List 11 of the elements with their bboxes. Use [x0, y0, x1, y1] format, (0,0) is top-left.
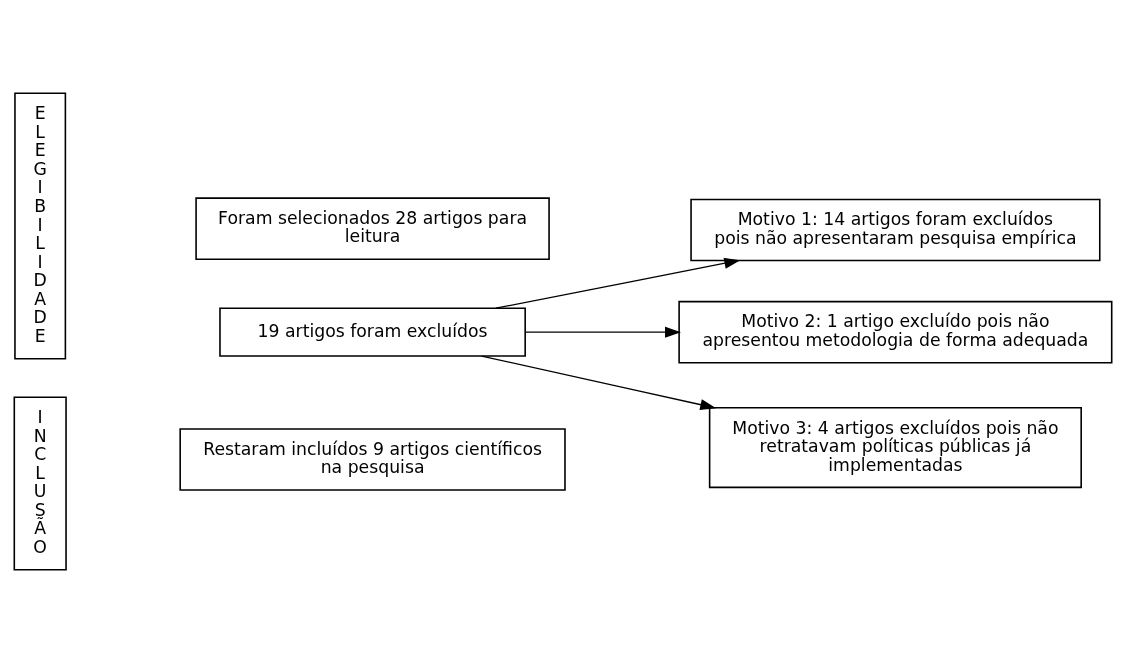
node-box: 19 artigos foram excluídos: [219, 307, 526, 357]
node-box: E L E G I B I L I D A D E: [14, 92, 67, 360]
node-box: Motivo 1: 14 artigos foram excluídos pois não apresentaram pesquisa empírica: [690, 198, 1101, 262]
arrow: [524, 326, 681, 338]
node-box: Motivo 3: 4 artigos excluídos pois não retratavam políticas públicas já implementadas: [708, 407, 1082, 489]
arrow: [481, 355, 717, 411]
node-box: Restaram incluídos 9 artigos científicos na pesquisa: [179, 428, 566, 491]
node-box: I N C L U S Ã O: [13, 396, 67, 571]
node-box: Foram selecionados 28 artigos para leitura: [195, 197, 550, 260]
arrow: [495, 257, 741, 309]
node-box: Motivo 2: 1 artigo excluído pois não apresentou metodologia de forma adequada: [678, 300, 1113, 364]
